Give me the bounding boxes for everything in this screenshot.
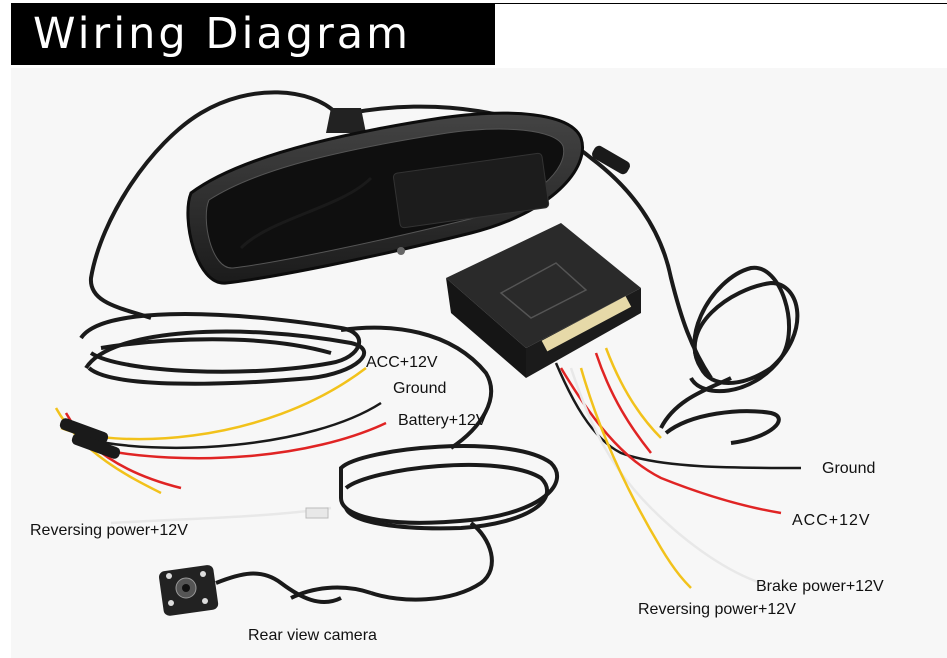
right-cable-coil [659,265,800,445]
page-title: Wiring Diagram [33,9,411,59]
rear-camera [158,565,342,616]
label-left-battery: Battery+12V [398,412,487,429]
label-left-acc: ACC+12V [366,354,438,371]
wiring-illustration [11,68,947,658]
label-camera: Rear view camera [248,627,377,644]
title-banner: Wiring Diagram [11,3,495,65]
label-brake: Brake power+12V [756,578,884,595]
label-left-ground: Ground [393,380,447,397]
header-rule [495,3,947,4]
label-left-reversing: Reversing power+12V [30,522,188,539]
label-right-acc: ACC+12V [792,512,871,529]
right-wires [554,347,802,589]
control-box [446,223,641,378]
rearview-mirror [186,108,584,285]
left-cable-coil [79,312,493,450]
mirror-cable [88,90,338,320]
label-right-reversing: Reversing power+12V [638,601,796,618]
label-right-ground: Ground [822,460,876,477]
